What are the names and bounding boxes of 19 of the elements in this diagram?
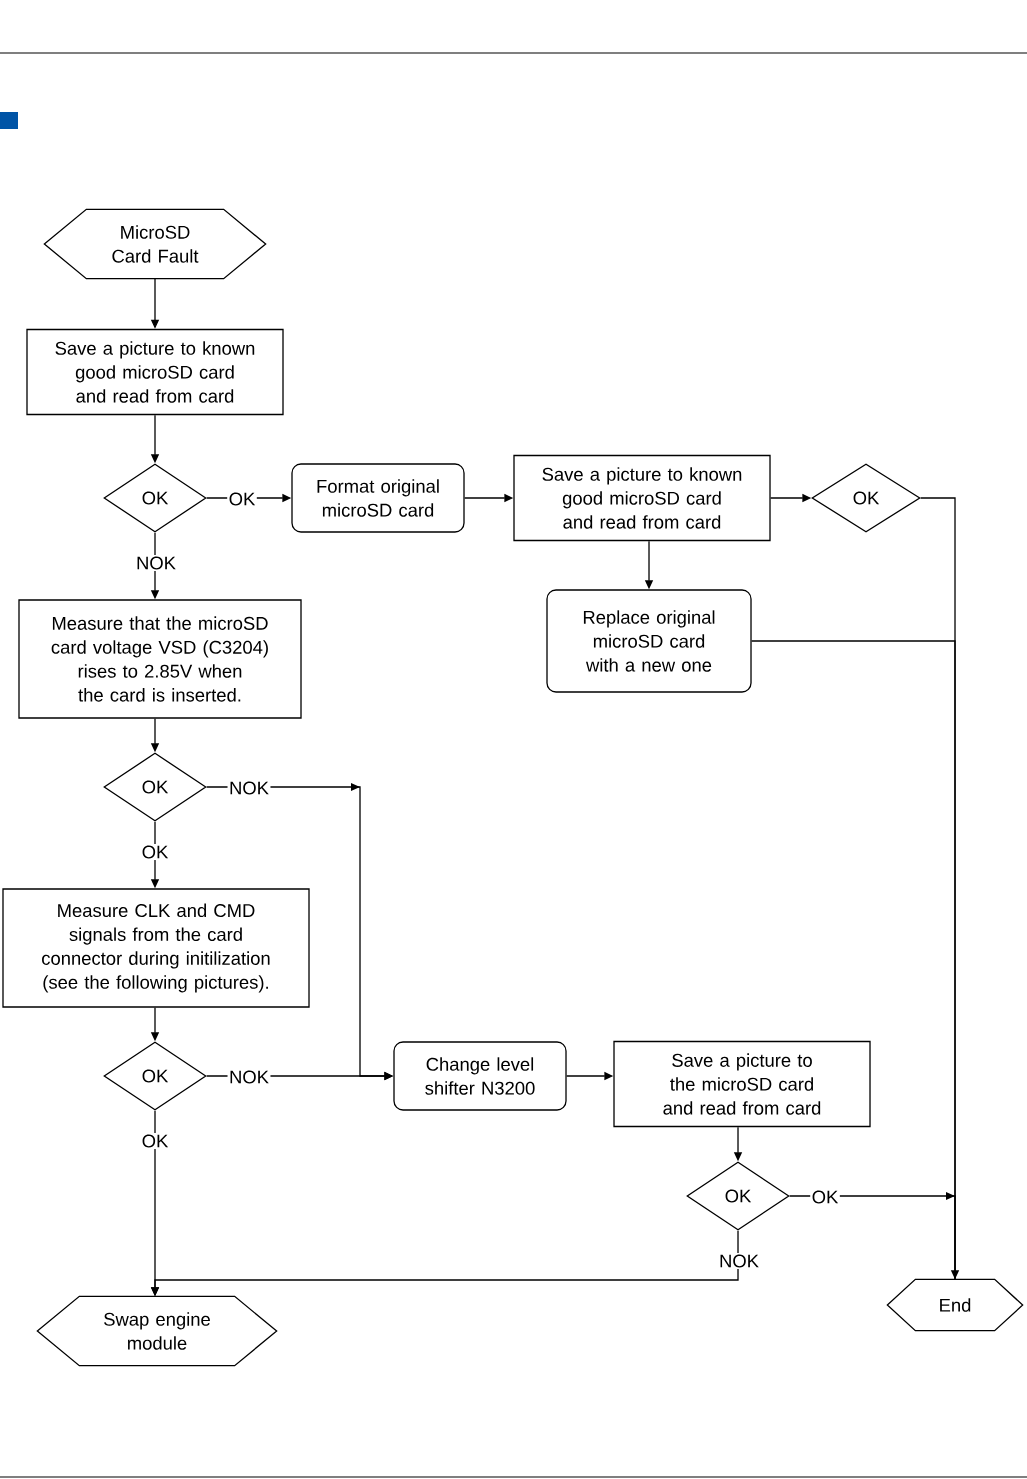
action-box: Format original microSD card <box>291 463 465 533</box>
edge-label: OK <box>140 1133 170 1150</box>
process-box: Save a picture to known good microSD card and read from card <box>26 328 284 416</box>
process-box: Measure that the microSD card voltage VSD (C3204) rises to 2.85V when the card is inserted. <box>18 599 302 719</box>
terminal-hexagon: Swap engine module <box>36 1295 278 1367</box>
edge-label: OK <box>140 844 170 861</box>
terminal-hexagon: End <box>886 1278 1024 1332</box>
process-box: Save a picture to the microSD card and read from card <box>613 1040 871 1128</box>
process-box: Measure CLK and CMD signals from the card connector during initilization (see the following pictures). <box>2 888 310 1008</box>
action-box: Replace original microSD card with a new one <box>546 589 752 693</box>
edge-label: OK <box>810 1189 840 1206</box>
edge-label: OK <box>227 491 257 508</box>
edge-label: NOK <box>227 780 271 797</box>
edge-label: NOK <box>227 1069 271 1086</box>
process-box: Save a picture to known good microSD card and read from card <box>513 454 771 542</box>
terminal-hexagon: MicroSD Card Fault <box>43 208 267 280</box>
action-box: Change level shifter N3200 <box>393 1041 567 1111</box>
edge-label: NOK <box>717 1253 761 1270</box>
edge-label: NOK <box>134 555 178 572</box>
